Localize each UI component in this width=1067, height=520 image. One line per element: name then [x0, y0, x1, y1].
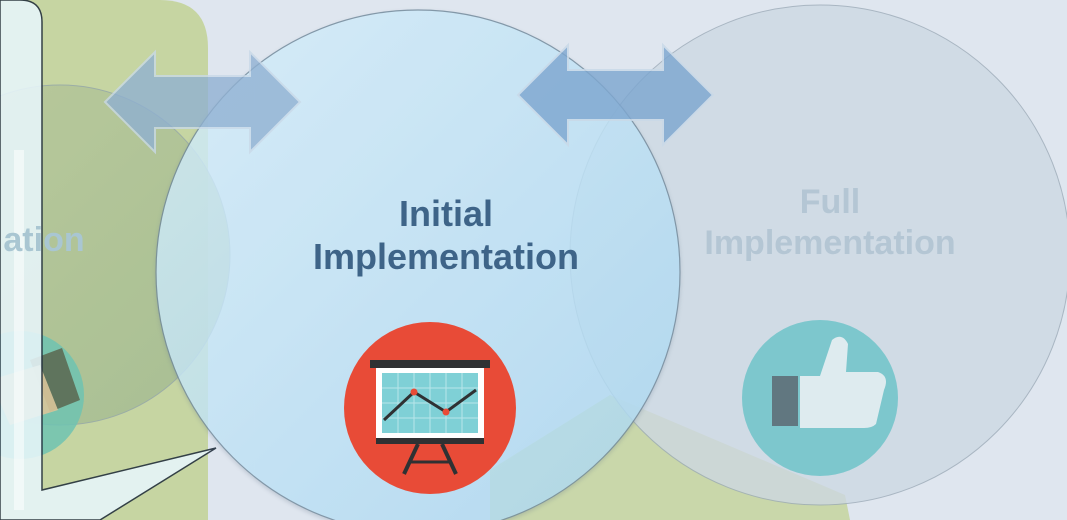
stage-label-initial-line2: Implementation: [312, 236, 580, 278]
stage-label-full-line2: Implementation: [704, 223, 956, 262]
stage-label-full: Full Implementation: [620, 182, 1040, 264]
stage-circle-initial: [155, 9, 681, 520]
double-arrow-right: [516, 42, 715, 148]
stage-label-initial: Initial Implementation: [236, 192, 656, 278]
presentation-board-icon: [344, 322, 516, 494]
stage-label-previous: ation: [0, 220, 160, 261]
double-arrow-left: [103, 49, 302, 155]
thumbs-up-icon: [742, 320, 898, 476]
stage-label-initial-line1: Initial: [398, 193, 493, 234]
stage-label-full-line1: Full: [799, 183, 861, 221]
stage-label-previous-fragment: ation: [3, 221, 85, 259]
callout-inner-strip: [14, 150, 24, 510]
